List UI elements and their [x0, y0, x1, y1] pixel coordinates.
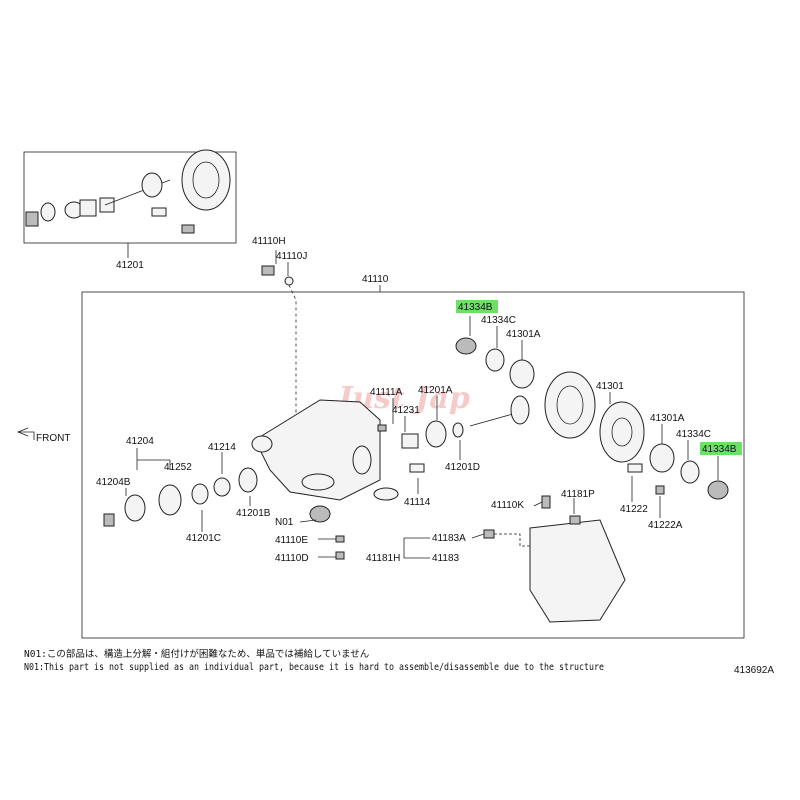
leader-lines: [125, 250, 719, 559]
assembly-frame: [81, 291, 745, 639]
label-41201d: 41201D: [445, 462, 480, 473]
label-41252: 41252: [164, 462, 192, 473]
differential-housing: [251, 399, 381, 501]
front-arrow-icon: [16, 427, 35, 440]
label-41114: 41114: [404, 497, 431, 508]
label-41334b-bot: 41334B: [702, 444, 737, 455]
highlight-41334b-top: [456, 300, 498, 313]
label-41201: 41201: [116, 260, 144, 271]
label-41222: 41222: [620, 504, 648, 515]
label-41110: 41110: [362, 274, 389, 285]
label-41334c-top: 41334C: [481, 315, 516, 326]
drawing-code: 413692A: [734, 665, 774, 676]
label-41231: 41231: [392, 405, 420, 416]
label-41183a: 41183A: [432, 533, 466, 544]
highlight-41334b-right: [700, 442, 742, 455]
label-41111a: 41111A: [370, 387, 403, 398]
label-41204: 41204: [126, 436, 154, 447]
label-41110e: 41110E: [275, 535, 308, 546]
label-41301a-bot: 41301A: [650, 413, 685, 424]
label-41110k: 41110K: [491, 500, 524, 511]
label-41110j: 41110J: [276, 251, 307, 262]
label-41222a: 41222A: [648, 520, 683, 531]
label-41301a-top: 41301A: [506, 329, 541, 340]
label-41181p: 41181P: [561, 489, 595, 500]
label-41214: 41214: [208, 442, 236, 453]
label-41201a: 41201A: [418, 385, 453, 396]
label-41204b: 41204B: [96, 477, 131, 488]
label-41110h: 41110H: [252, 236, 286, 247]
note-english: N01:This part is not supplied as an indi…: [24, 662, 604, 673]
front-label: FRONT: [36, 433, 70, 444]
label-41183: 41183: [432, 553, 460, 564]
label-41301: 41301: [596, 381, 624, 392]
differential-cover: [529, 519, 626, 623]
label-41334c-bot: 41334C: [676, 429, 711, 440]
label-41110d: 41110D: [275, 553, 309, 564]
inset-box: [23, 149, 237, 258]
label-41181h: 41181H: [366, 553, 400, 564]
label-n01: N01: [275, 517, 294, 528]
note-japanese: N01:この部品は、構造上分解・組付けが困難なため、単品では補給していません: [24, 648, 369, 660]
label-41201c: 41201C: [186, 533, 221, 544]
label-41334b-top: 41334B: [458, 302, 493, 313]
label-41201b: 41201B: [236, 508, 271, 519]
